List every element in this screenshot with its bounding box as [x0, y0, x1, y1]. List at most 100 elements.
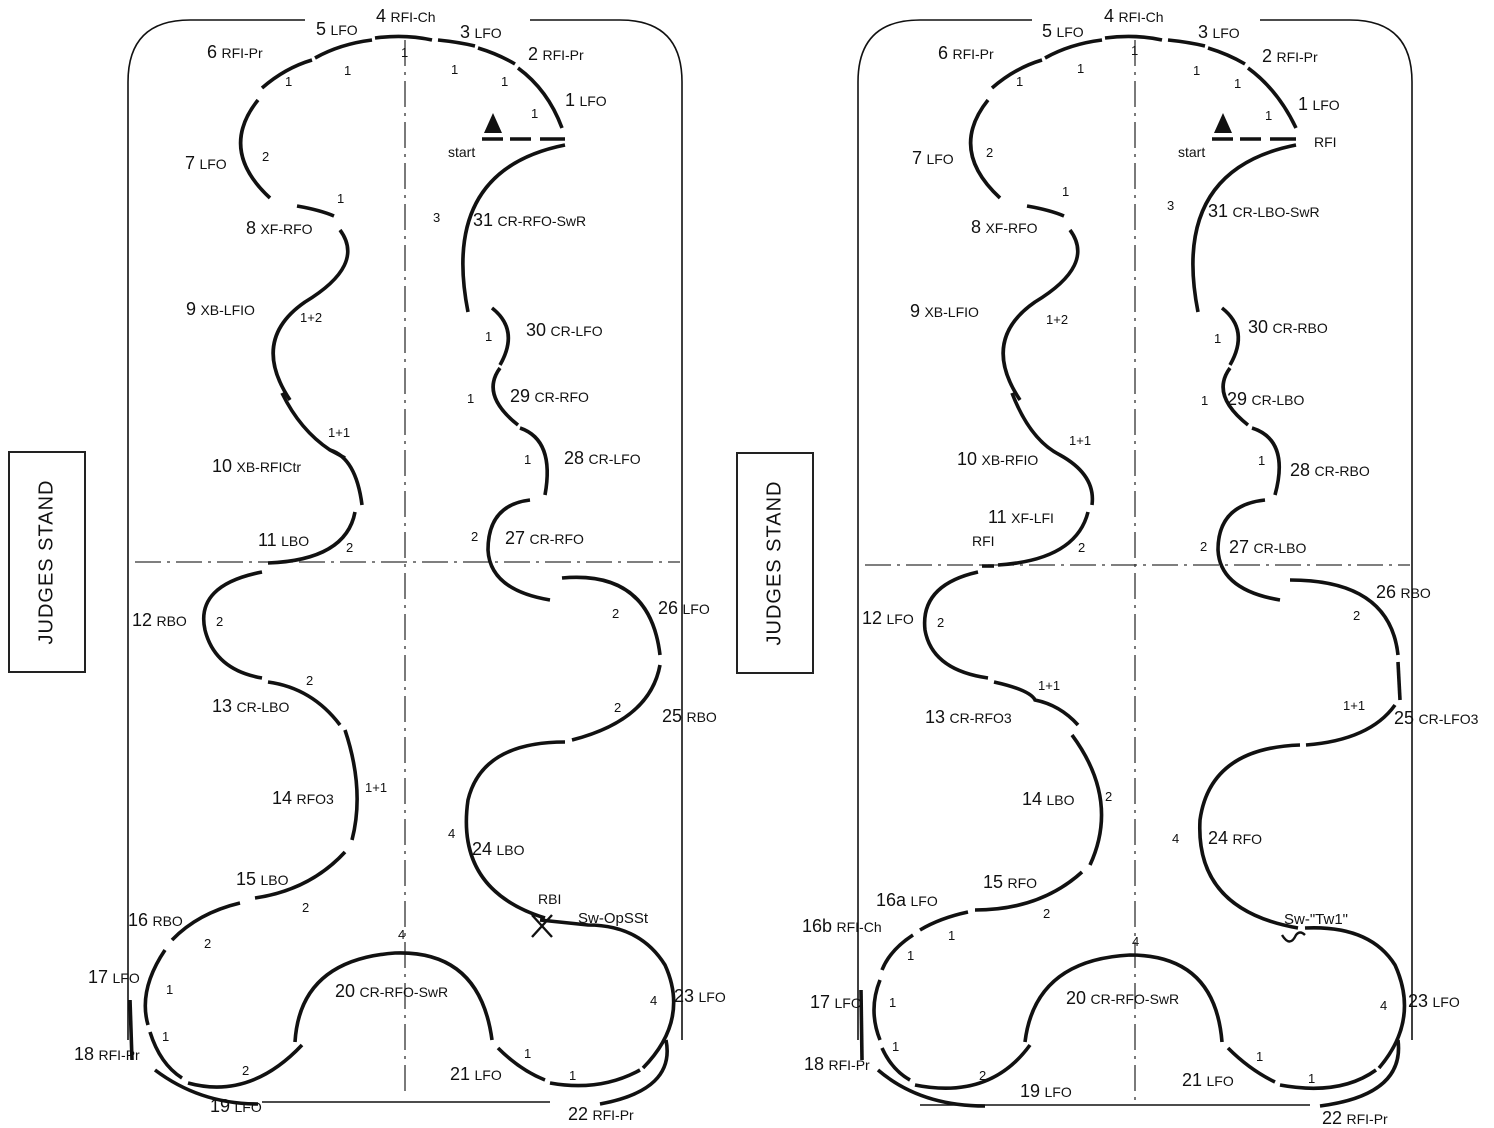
right-lobe-30 [1220, 306, 1241, 366]
left-beat-23: 4 [650, 993, 657, 1008]
right-diagram: 1 LFO 2 RFI-Pr 3 LFO 4 RFI-Ch 5 LFO 6 RF… [802, 6, 1479, 1128]
right-lobe-31 [1191, 143, 1297, 313]
right-judges-stand-label: JUDGES STAND [763, 480, 786, 646]
right-el-25: 25 CR-LFO3 [1394, 708, 1479, 728]
right-beat-13: 1+1 [1038, 678, 1060, 693]
right-lobe-1 [1246, 66, 1298, 129]
left-outer-arc-bottom [153, 1068, 259, 1106]
left-beat-12: 2 [216, 614, 223, 629]
left-note-rbi: RBI [538, 891, 561, 907]
right-start-triangle-icon [1214, 113, 1232, 133]
right-el-27: 27 CR-LBO [1229, 537, 1306, 557]
right-el-30: 30 CR-RBO [1248, 317, 1328, 337]
right-lobe-16a [919, 910, 969, 932]
left-lobe-2 [477, 46, 516, 66]
right-el-26: 26 RBO [1376, 582, 1431, 602]
left-el-27: 27 CR-RFO [505, 528, 584, 548]
right-beat-8: 1 [1062, 184, 1069, 199]
right-el-9: 9 XB-LFIO [910, 301, 979, 321]
right-lobe-20 [1023, 953, 1224, 1043]
left-el-30: 30 CR-LFO [526, 320, 603, 340]
left-el-3: 3 LFO [460, 22, 502, 42]
right-el-7: 7 LFO [912, 148, 954, 168]
left-lobe-5 [314, 38, 373, 60]
left-diagram: 1 LFO 2 RFI-Pr 3 LFO 4 RFI-Ch 5 LFO 6 RF… [74, 6, 726, 1124]
left-beat-16: 2 [204, 936, 211, 951]
left-el-18: 18 RFI-Pr [74, 1044, 140, 1064]
left-el-14: 14 RFO3 [272, 788, 334, 808]
left-beat-27: 2 [471, 529, 478, 544]
right-el-2: 2 RFI-Pr [1262, 46, 1318, 66]
left-lobe-22 [549, 1068, 641, 1088]
left-lobe-1 [516, 66, 564, 129]
right-beat-15: 2 [1043, 906, 1050, 921]
left-lobe-15 [254, 850, 347, 900]
right-beat-16b: 1 [907, 948, 914, 963]
right-el-14: 14 LBO [1022, 789, 1075, 809]
left-sw-opsst-mark [531, 914, 553, 938]
left-beat-18: 1 [162, 1029, 169, 1044]
right-lobe-16b [880, 933, 914, 971]
left-el-31: 31 CR-RFO-SwR [473, 210, 586, 230]
right-el-3: 3 LFO [1198, 22, 1240, 42]
left-outer-arc-left [128, 999, 134, 1061]
left-beat-20: 4 [398, 927, 405, 942]
right-el-8: 8 XF-RFO [971, 217, 1038, 237]
right-beat-18: 1 [892, 1039, 899, 1054]
right-lobe-4 [1104, 34, 1163, 42]
right-lobe-28 [1251, 426, 1282, 496]
left-el-21: 21 LFO [450, 1064, 502, 1084]
right-el-23: 23 LFO [1408, 991, 1460, 1011]
right-el-1: 1 LFO [1298, 94, 1340, 114]
left-lobe-26 [561, 575, 662, 656]
left-lobe-18 [148, 1031, 184, 1080]
right-lobe-24 [1198, 743, 1301, 930]
left-beat-19: 2 [242, 1063, 249, 1078]
right-lobe-7 [968, 98, 1002, 200]
right-beat-11: 2 [1078, 540, 1085, 555]
left-lobe-13 [267, 680, 342, 727]
right-el-6: 6 RFI-Pr [938, 43, 994, 63]
left-judges-stand-label: JUDGES STAND [35, 479, 58, 645]
left-beat-31: 3 [433, 210, 440, 225]
right-lobe-26 [1289, 578, 1400, 656]
left-el-29: 29 CR-RFO [510, 386, 589, 406]
right-beat-30: 1 [1214, 331, 1221, 346]
right-beat-20: 4 [1132, 934, 1139, 949]
right-beat-7: 2 [986, 145, 993, 160]
left-lobe-19 [187, 1043, 304, 1089]
left-lobe-27 [486, 498, 551, 602]
left-beat-17: 1 [166, 982, 173, 997]
right-beat-19: 2 [979, 1068, 986, 1083]
right-beat-4: 1 [1131, 43, 1138, 58]
left-el-2: 2 RFI-Pr [528, 44, 584, 64]
left-lobe-7 [238, 98, 272, 200]
right-lobe-13 [993, 680, 1080, 727]
left-lobe-10 [280, 392, 346, 460]
right-beat-16a: 1 [948, 928, 955, 943]
left-el-20: 20 CR-RFO-SwR [335, 981, 448, 1001]
left-el-28: 28 CR-LFO [564, 448, 641, 468]
right-lobe-8 [1026, 204, 1065, 218]
right-el-16b: 16b RFI-Ch [802, 916, 882, 936]
right-el-11: 11 XF-LFI [988, 507, 1054, 527]
right-note-rfi-top: RFI [1314, 134, 1337, 150]
left-el-17: 17 LFO [88, 967, 140, 987]
left-beat-14: 1+1 [365, 780, 387, 795]
right-lobe-19 [914, 1043, 1032, 1090]
right-lobe-10 [1010, 392, 1095, 506]
left-beat-10: 1+1 [328, 425, 350, 440]
right-beat-23: 4 [1380, 998, 1387, 1013]
right-beat-21: 1 [1256, 1049, 1263, 1064]
right-lobe-12 [922, 570, 989, 680]
right-lobe-26b [1396, 661, 1402, 701]
left-beat-29: 1 [467, 391, 474, 406]
left-lobe-21 [496, 1046, 546, 1082]
left-beat-3: 1 [451, 62, 458, 77]
left-element-labels: 1 LFO 2 RFI-Pr 3 LFO 4 RFI-Ch 5 LFO 6 RF… [74, 6, 726, 1124]
left-beat-6: 1 [285, 74, 292, 89]
left-beat-30: 1 [485, 329, 492, 344]
left-beat-21: 1 [524, 1046, 531, 1061]
right-judges-stand: JUDGES STAND [736, 452, 814, 674]
